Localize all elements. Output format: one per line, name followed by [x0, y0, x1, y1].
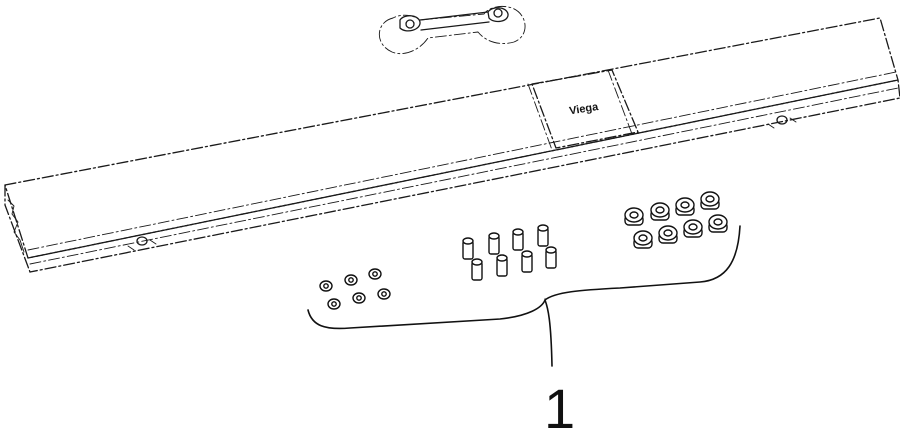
callout-number: 1 — [544, 377, 575, 432]
ring-sleeve-group — [624, 191, 728, 249]
grouping-brace — [307, 225, 741, 367]
brand-logo-text: Viega — [568, 101, 600, 118]
shower-channel — [4, 17, 900, 273]
small-bolt-group — [319, 268, 391, 310]
suction-lifter-tool — [378, 5, 526, 55]
spacer-pin-group — [462, 224, 557, 281]
